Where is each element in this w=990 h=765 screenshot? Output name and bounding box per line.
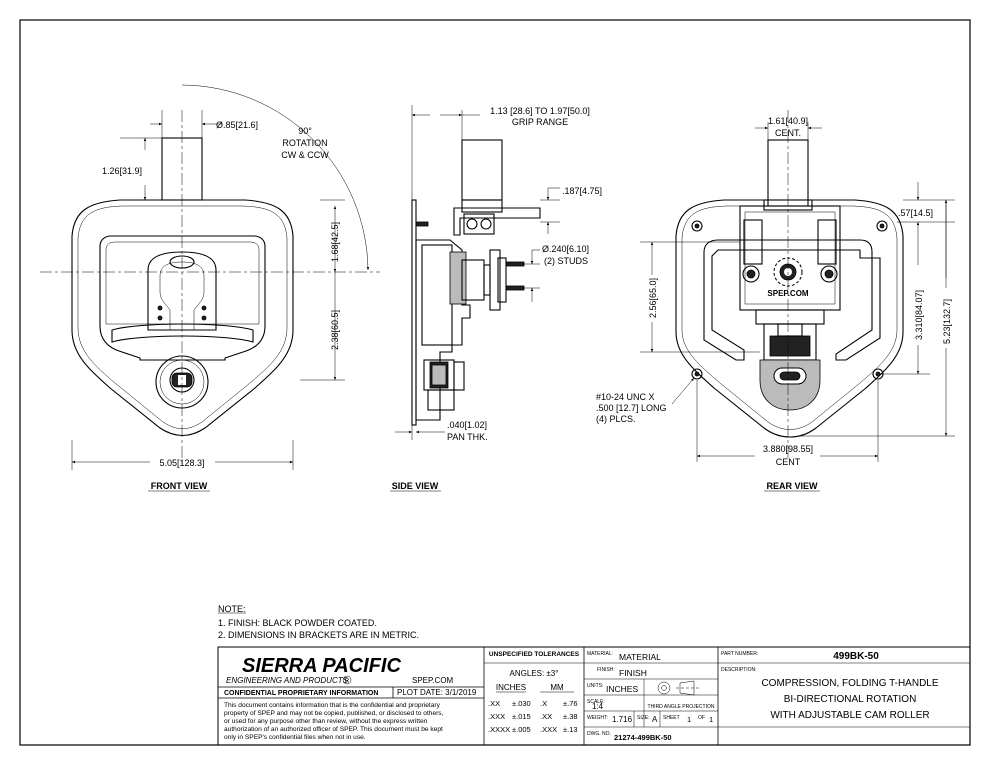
side-dim-pan-thk-2: PAN THK. [447,432,488,442]
notes-block: NOTE: 1. FINISH: BLACK POWDER COATED. 2.… [218,604,419,640]
description-line-3: WITH ADJUSTABLE CAM ROLLER [770,710,929,721]
tol-row-2-mm-tol: ±.38 [563,712,578,721]
tolerances-heading: UNSPECIFIED TOLERANCES [489,651,580,658]
tol-row-1-in: .XX [488,699,500,708]
third-angle-projection-icon [657,680,700,696]
disclaimer-line-2: property of SPEP and may not be copied, … [224,710,444,717]
description-label: DESCRIPTION: [721,667,757,673]
scale-label: SCALE: [587,699,605,705]
size-label: SIZE: [637,715,650,721]
material-value: MATERIAL [619,652,661,662]
rear-dim-cent-top-2: CENT. [775,128,801,138]
side-view-annotations: 1.13 [28.6] TO 1.97[50.0] GRIP RANGE .18… [392,106,602,491]
front-view-annotations: Ø.85[21.6] 90° ROTATION CW & CCW 1.26[31… [102,120,340,491]
tol-row-3-in: .XXXX [488,725,510,734]
side-dim-studs-2: (2) STUDS [544,256,588,266]
tol-row-1-in-tol: ±.030 [512,699,531,708]
size-value: A [652,715,658,724]
front-dim-handle-diameter: Ø.85[21.6] [216,120,258,130]
tol-row-2-in-tol: ±.015 [512,712,531,721]
part-number-value: 499BK-50 [833,651,879,662]
side-dim-thickness: .187[4.75] [562,186,602,196]
company-website: SPEP.COM [412,676,454,685]
plot-date: PLOT DATE: 3/1/2019 [397,688,477,697]
tol-row-2-mm: .XX [540,712,552,721]
rear-view-annotations: SPEP.COM 1.61[40.9] CENT. .57[14.5] 2.56… [596,116,952,491]
front-dim-rotation-1: 90° [298,126,312,136]
rear-dim-cent-bottom-2: CENT [776,457,801,467]
description-line-1: COMPRESSION, FOLDING T-HANDLE [761,678,938,689]
rear-dim-cent-bottom-1: 3.880[98.55] [763,444,813,454]
of-value: 1 [709,715,713,724]
dwg-label: DWG. NO. [587,731,611,737]
rear-dim-top-offset: .57[14.5] [898,208,933,218]
rear-dim-screws-2: .500 [12.7] LONG [596,403,667,413]
note-item-1: 1. FINISH: BLACK POWDER COATED. [218,618,377,628]
tol-row-1-mm-tol: ±.76 [563,699,578,708]
side-dim-pan-thk-1: .040[1.02] [447,420,487,430]
side-dim-grip-range-2: GRIP RANGE [512,117,568,127]
title-block-frame [217,646,971,746]
side-view [395,105,560,440]
note-item-2: 2. DIMENSIONS IN BRACKETS ARE IN METRIC. [218,630,419,640]
weight-value: 1.716 [612,715,633,724]
rear-dim-screws-1: #10-24 UNC X [596,392,655,402]
tol-row-3-in-tol: ±.005 [512,725,531,734]
sheet-border [19,19,971,746]
front-dim-rotation-3: CW & CCW [281,150,329,160]
rear-logo-text: SPEP.COM [767,289,809,298]
side-dim-grip-range-1: 1.13 [28.6] TO 1.97[50.0] [490,106,590,116]
registered-mark: R [345,679,350,685]
disclaimer-line-1: This document contains information that … [224,702,441,709]
company-name: SIERRA PACIFIC [242,655,401,677]
title-block: SIERRA PACIFIC ENGINEERING AND PRODUCTS … [224,651,939,742]
tolerances-mm-label: MM [550,683,564,692]
side-dim-studs-1: Ø.240[6.10] [542,244,589,254]
units-label: UNITS: [587,683,603,689]
confidential-label: CONFIDENTIAL PROPRIETARY INFORMATION [224,690,378,697]
tolerances-inches-label: INCHES [496,683,526,692]
tol-row-3-mm: .XXX [540,725,557,734]
company-subtitle: ENGINEERING AND PRODUCTS [226,676,349,685]
rear-dim-screws-3: (4) PLCS. [596,414,636,424]
disclaimer-line-3: or used for any purpose other than revie… [224,718,428,725]
scale-value: 1:4 [592,702,604,711]
rear-dim-cent-top-1: 1.61[40.9] [768,116,808,126]
part-number-label: PART NUMBER: [721,651,758,657]
disclaimer-line-5: only in SPEP's confidential files when n… [224,734,366,741]
sheet-label: SHEET [663,715,680,721]
rear-dim-height-c: 5.23[132.7] [942,299,952,344]
dwg-value: 21274-499BK-50 [614,733,672,742]
front-view-title: FRONT VIEW [151,481,208,491]
front-dim-width: 5.05[128.3] [159,458,204,468]
description-line-2: BI-DIRECTIONAL ROTATION [784,694,917,705]
front-dim-upper: 1.68[42.5] [330,222,340,262]
front-view [40,84,380,470]
front-dim-lower: 2.38[60.5] [330,310,340,350]
projection-label: THIRD ANGLE PROJECTION [648,704,715,710]
tolerances-angles: ANGLES: ±3° [510,669,559,678]
finish-label: FINISH: [597,667,615,673]
disclaimer-line-4: authorization of an authorized officer o… [224,726,443,733]
material-label: MATERIAL: [587,651,613,657]
rear-view [640,110,955,462]
tol-row-1-mm: .X [540,699,547,708]
rear-dim-height-b: 3.310[84.07] [914,290,924,340]
front-dim-rotation-2: ROTATION [282,138,327,148]
side-view-title: SIDE VIEW [392,481,439,491]
notes-heading: NOTE: [218,604,246,614]
finish-value: FINISH [619,668,647,678]
of-label: OF [698,715,705,721]
units-value: INCHES [606,684,638,694]
rear-dim-height-a: 2.56[65.0] [648,278,658,318]
tol-row-3-mm-tol: ±.13 [563,725,578,734]
sheet-value: 1 [687,715,691,724]
front-dim-handle-height: 1.26[31.9] [102,166,142,176]
weight-label: WEIGHT: [587,715,608,721]
tol-row-2-in: .XXX [488,712,505,721]
rear-view-title: REAR VIEW [766,481,818,491]
